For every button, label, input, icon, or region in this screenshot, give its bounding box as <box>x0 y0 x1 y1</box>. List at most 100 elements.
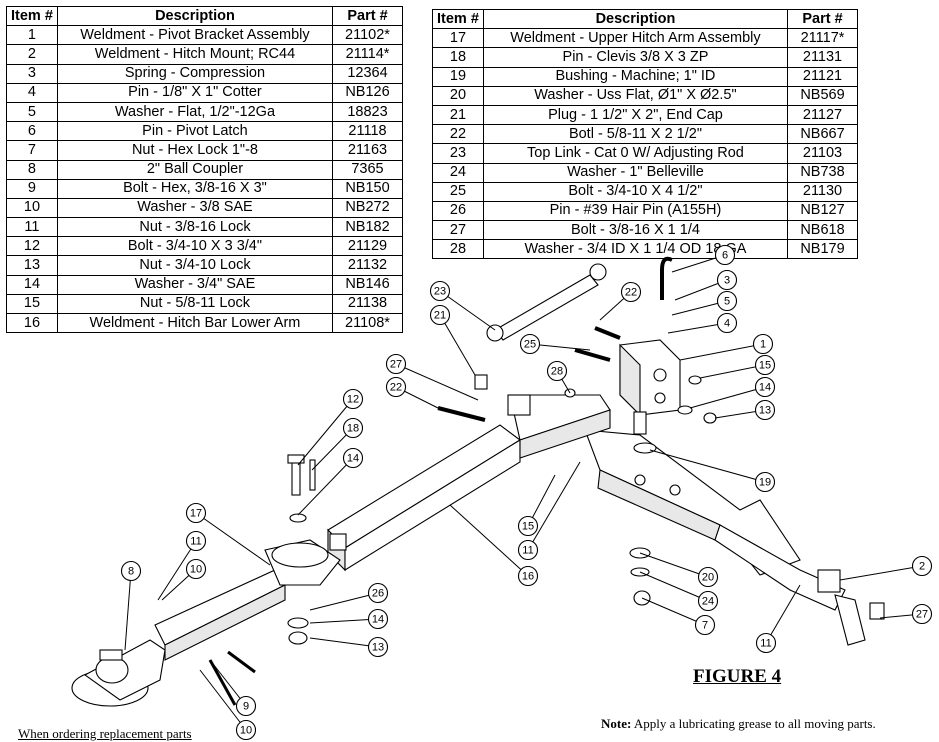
callout-leader <box>157 540 197 601</box>
callout-label: 7 <box>702 620 708 632</box>
callout-14: 14 <box>754 376 776 398</box>
callout-14: 14 <box>367 608 389 630</box>
callout-label: 4 <box>724 318 730 330</box>
callout-17: 17 <box>185 502 207 524</box>
callout-circle <box>342 388 364 410</box>
callout-label: 14 <box>759 382 771 394</box>
callout-label: 6 <box>722 250 728 262</box>
callout-label: 28 <box>551 366 563 378</box>
callout-circle <box>754 399 776 421</box>
description-cell: Weldment - Hitch Mount; RC44 <box>56 44 334 65</box>
callout-leader <box>439 290 496 331</box>
callout-label: 18 <box>347 423 359 435</box>
callout-13: 13 <box>754 399 776 421</box>
callout-label: 22 <box>390 382 402 394</box>
description-cell: Nut - 5/8-11 Lock <box>56 293 334 315</box>
footer-text: When ordering replacement parts <box>18 726 192 741</box>
callout-leader <box>195 512 271 566</box>
callout-12: 12 <box>342 388 364 410</box>
part-number-cell: 21114* <box>332 44 403 65</box>
callout-leader <box>449 504 529 577</box>
part-number-cell: NB272 <box>332 197 403 219</box>
callout-leader <box>527 461 581 551</box>
item-number-cell: 16 <box>6 312 58 334</box>
part-number-cell: 21163 <box>332 140 403 161</box>
hitch-bar-lower-arm <box>327 424 521 572</box>
part-number-cell: 18823 <box>332 101 403 123</box>
description-cell: Pin - Pivot Latch <box>56 121 334 142</box>
callout-circle <box>185 502 207 524</box>
description-cell: Weldment - Hitch Bar Lower Arm <box>56 312 334 334</box>
callout-circle <box>185 530 207 552</box>
callout-circle <box>754 354 776 376</box>
callout-label: 22 <box>625 287 637 299</box>
callout-circle <box>517 539 539 561</box>
callout-27: 27 <box>385 353 407 375</box>
item-number-cell: 18 <box>432 47 484 68</box>
callout-label: 17 <box>190 508 202 520</box>
description-cell: Weldment - Upper Hitch Arm Assembly <box>482 28 789 49</box>
callout-11: 11 <box>517 539 539 561</box>
callout-leader <box>309 592 379 611</box>
part-number-cell: NB738 <box>787 162 858 183</box>
callout-label: 20 <box>702 572 714 584</box>
callout-22: 22 <box>620 281 642 303</box>
callout-label: 15 <box>759 360 771 372</box>
callout-7: 7 <box>694 614 716 636</box>
callout-circle <box>620 281 642 303</box>
callout-circle <box>716 269 738 291</box>
callout-circle <box>697 566 719 588</box>
callout-circle <box>367 636 389 658</box>
part-number-header: Part # <box>787 8 858 30</box>
callout-20: 20 <box>697 566 719 588</box>
callout-2: 2 <box>911 555 933 577</box>
part-number-cell: 21131 <box>787 47 858 68</box>
callout-circle <box>517 565 539 587</box>
callout-6: 6 <box>714 244 736 266</box>
callout-11: 11 <box>185 530 207 552</box>
description-cell: Plug - 1 1/2" X 2", End Cap <box>482 104 789 126</box>
description-cell: Pin - #39 Hair Pin (A155H) <box>482 200 789 222</box>
callout-16: 16 <box>517 565 539 587</box>
callout-label: 12 <box>347 394 359 406</box>
part-number-cell: NB150 <box>332 178 403 199</box>
callout-label: 15 <box>522 521 534 533</box>
callout-circle <box>235 695 257 717</box>
callout-circle <box>429 304 451 326</box>
callout-leader <box>297 457 354 516</box>
callout-leader <box>309 618 379 624</box>
description-cell: Spring - Compression <box>56 63 334 84</box>
note-label: Note: <box>601 716 632 731</box>
part-number-cell: 21129 <box>332 236 403 257</box>
part-number-cell: 21132 <box>332 255 403 276</box>
callout-leader <box>439 314 476 376</box>
callout-circle <box>754 471 776 493</box>
callout-circle <box>120 560 142 582</box>
callout-label: 19 <box>759 477 771 489</box>
upper-hitch-arm <box>154 539 341 661</box>
callout-22: 22 <box>385 376 407 398</box>
callout-15: 15 <box>517 515 539 537</box>
part-number-cell: NB179 <box>787 239 858 260</box>
callout-circle <box>367 608 389 630</box>
callout-circle <box>754 376 776 398</box>
callout-circle <box>714 244 736 266</box>
callout-4: 4 <box>716 312 738 334</box>
callout-leader <box>765 584 801 644</box>
callout-9: 9 <box>235 695 257 717</box>
description-cell: Nut - Hex Lock 1"-8 <box>56 140 334 161</box>
part-number-cell: NB146 <box>332 274 403 295</box>
part-number-cell: 7365 <box>332 159 403 180</box>
callout-label: 8 <box>128 566 134 578</box>
